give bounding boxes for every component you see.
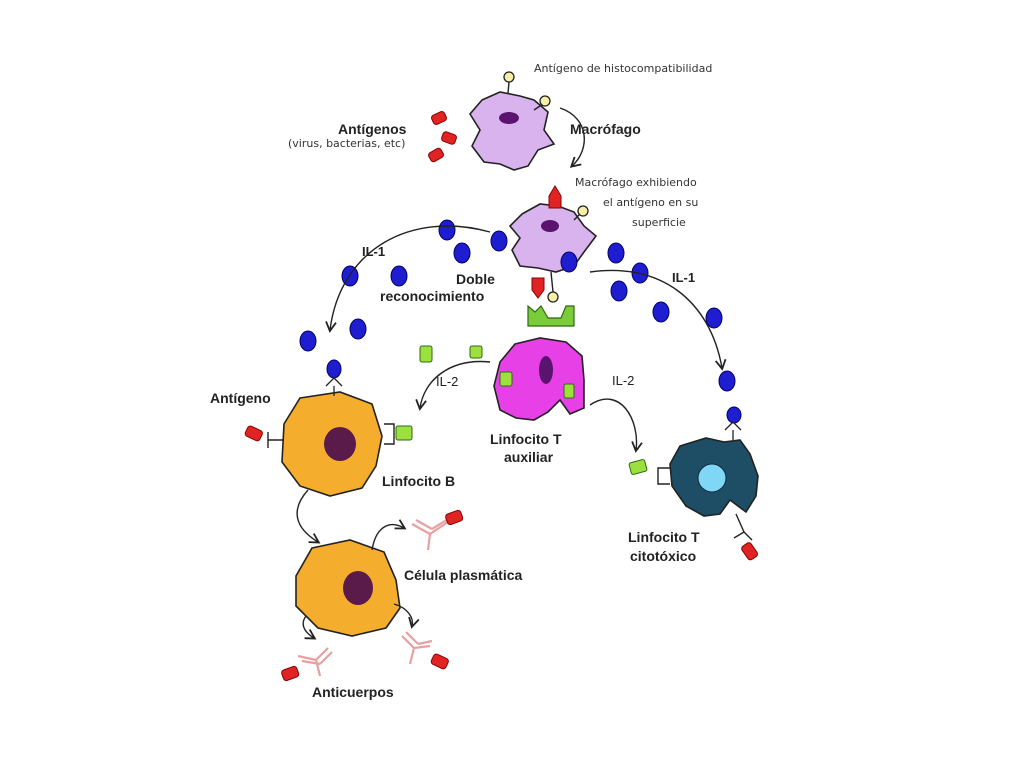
arrow-il2-left: [415, 360, 491, 411]
t-helper-body: [493, 337, 585, 421]
arrow-il1-right: [589, 269, 727, 371]
label-doble: Doble: [456, 271, 495, 287]
label-t-cyto-2: citotóxico: [630, 548, 696, 564]
arrow-b-to-plasma: [296, 489, 321, 544]
plasma-cell-nucleus: [343, 571, 373, 605]
label-il1-left: IL-1: [362, 244, 385, 259]
label-antibodies: Anticuerpos: [312, 684, 394, 700]
arrow-il1-left: [325, 225, 491, 333]
label-antigen: Antígeno: [210, 390, 271, 406]
b-cell: [244, 377, 413, 497]
histocompatibility-antigen-icon: [503, 71, 551, 111]
free-antigens-icon: [428, 110, 457, 163]
t-helper-nucleus: [539, 356, 553, 384]
t-helper-cell: [493, 304, 585, 421]
label-t-helper-2: auxiliar: [504, 449, 554, 465]
plasma-cell: [295, 539, 401, 637]
cytotoxic-top-receptor-icon: [724, 421, 742, 440]
cytotoxic-t-nucleus: [697, 463, 727, 493]
il2-molecules: [419, 345, 648, 475]
b-cell-il2-receptor-icon: [384, 423, 413, 445]
label-antigens-sub: (virus, bacterias, etc): [288, 137, 405, 150]
arrow-plasma-right: [393, 603, 420, 629]
t-helper-receptor: [527, 304, 575, 327]
label-b-cell: Linfocito B: [382, 473, 455, 489]
presenting-macrophage-cell: [508, 185, 598, 303]
arrow-il2-right: [589, 398, 643, 453]
label-il2-left: IL-2: [436, 374, 458, 389]
label-plasma-cell: Célula plasmática: [404, 567, 522, 583]
b-cell-antigen-receptor-icon: [244, 425, 284, 448]
macrophage-nucleus: [499, 112, 519, 124]
label-macro-exhibe-3: superficie: [632, 216, 686, 229]
label-macro-exhibe-2: el antígeno en su: [603, 196, 698, 209]
arrow-plasma-left: [302, 615, 317, 640]
presenting-macrophage-nucleus: [541, 220, 559, 232]
label-histocompatibility: Antígeno de histocompatibilidad: [534, 62, 712, 75]
label-reconocimiento: reconocimiento: [380, 288, 484, 304]
label-il1-right: IL-1: [672, 270, 695, 285]
antibody-icons: [297, 517, 451, 677]
macrophage-body: [469, 91, 556, 171]
cytotoxic-antigen-receptor-icon: [733, 513, 759, 561]
cytotoxic-t-cell: [657, 421, 759, 561]
label-macro-exhibe-1: Macrófago exhibiendo: [575, 176, 697, 189]
label-macrophage: Macrófago: [570, 121, 641, 137]
label-t-cyto-1: Linfocito T: [628, 529, 700, 545]
b-cell-nucleus: [324, 427, 356, 461]
b-cell-top-receptor-icon: [325, 377, 343, 396]
presented-antigen-icon: [531, 185, 589, 303]
cytotoxic-il2-receptor-icon: [657, 467, 670, 485]
macrophage-cell: [469, 71, 556, 171]
label-antigens: Antígenos: [338, 121, 407, 137]
antibody-antigens-icon: [281, 509, 464, 682]
arrow-plasma-top: [371, 519, 407, 551]
label-t-helper-1: Linfocito T: [490, 431, 562, 447]
arrow-macrophage-process: [559, 107, 585, 168]
label-il2-right: IL-2: [612, 373, 634, 388]
